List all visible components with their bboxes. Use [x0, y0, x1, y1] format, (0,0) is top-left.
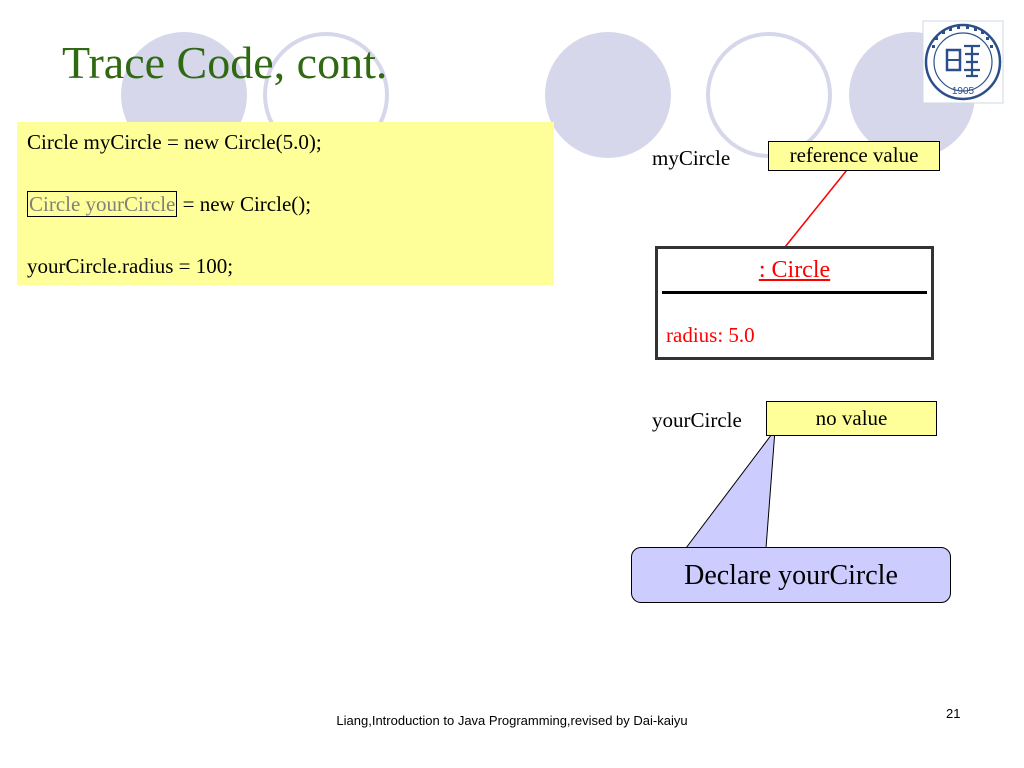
code-line-3: yourCircle.radius = 100;: [27, 254, 234, 278]
object-field-radius: radius: 5.0: [666, 323, 755, 347]
mycircle-value-box: reference value: [768, 141, 940, 171]
code-line-2-rest: = new Circle();: [177, 192, 312, 216]
callout-pointer: [684, 428, 776, 549]
yourcircle-label: yourCircle: [652, 408, 742, 432]
slide-title: Trace Code, cont.: [62, 37, 388, 88]
decorative-ring: [706, 32, 832, 158]
highlighted-statement: Circle yourCircle: [27, 191, 178, 217]
mycircle-label: myCircle: [652, 146, 731, 170]
logo-year: 1905: [952, 86, 975, 97]
university-seal-logo: 1905: [922, 20, 1004, 104]
reference-arrow: [784, 159, 856, 248]
object-class-name: : Circle: [758, 257, 831, 283]
code-line-1: Circle myCircle = new Circle(5.0);: [27, 130, 322, 154]
code-block: Circle myCircle = new Circle(5.0); Circl…: [17, 122, 554, 285]
footer-text: Liang,Introduction to Java Programming,r…: [336, 713, 688, 728]
callout-bubble: Declare yourCircle: [631, 547, 951, 603]
code-line-2: Circle yourCircle = new Circle();: [27, 191, 312, 217]
yourcircle-value-box: no value: [766, 401, 937, 436]
decorative-circle: [545, 32, 671, 158]
circle-object-box: : Circle radius: 5.0: [655, 246, 934, 360]
object-divider: [662, 291, 927, 294]
page-number: 21: [946, 706, 961, 721]
